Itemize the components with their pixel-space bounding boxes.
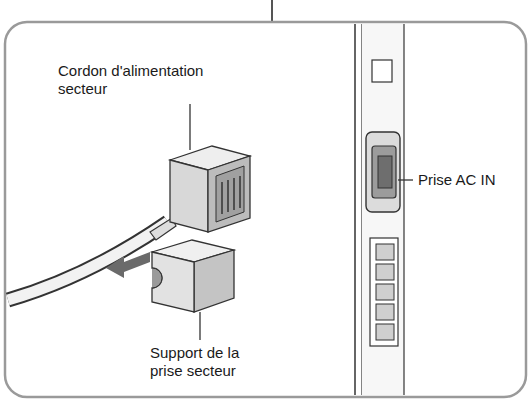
top-line: [271, 0, 273, 22]
cable: [8, 222, 168, 300]
frame: [5, 22, 526, 397]
part-label: Prise AC IN: [418, 171, 523, 189]
rear-panel: [355, 24, 404, 395]
part-label: Cordon d'alimentation secteur: [58, 62, 216, 98]
plug: [170, 146, 250, 232]
leader-line: [199, 312, 200, 340]
cable-outline: [8, 222, 168, 300]
leader-line: [189, 104, 190, 150]
holder: [152, 240, 234, 312]
arrow: [106, 252, 150, 278]
part-label: Support de la prise secteur: [150, 344, 262, 380]
leader-line: [398, 179, 413, 180]
